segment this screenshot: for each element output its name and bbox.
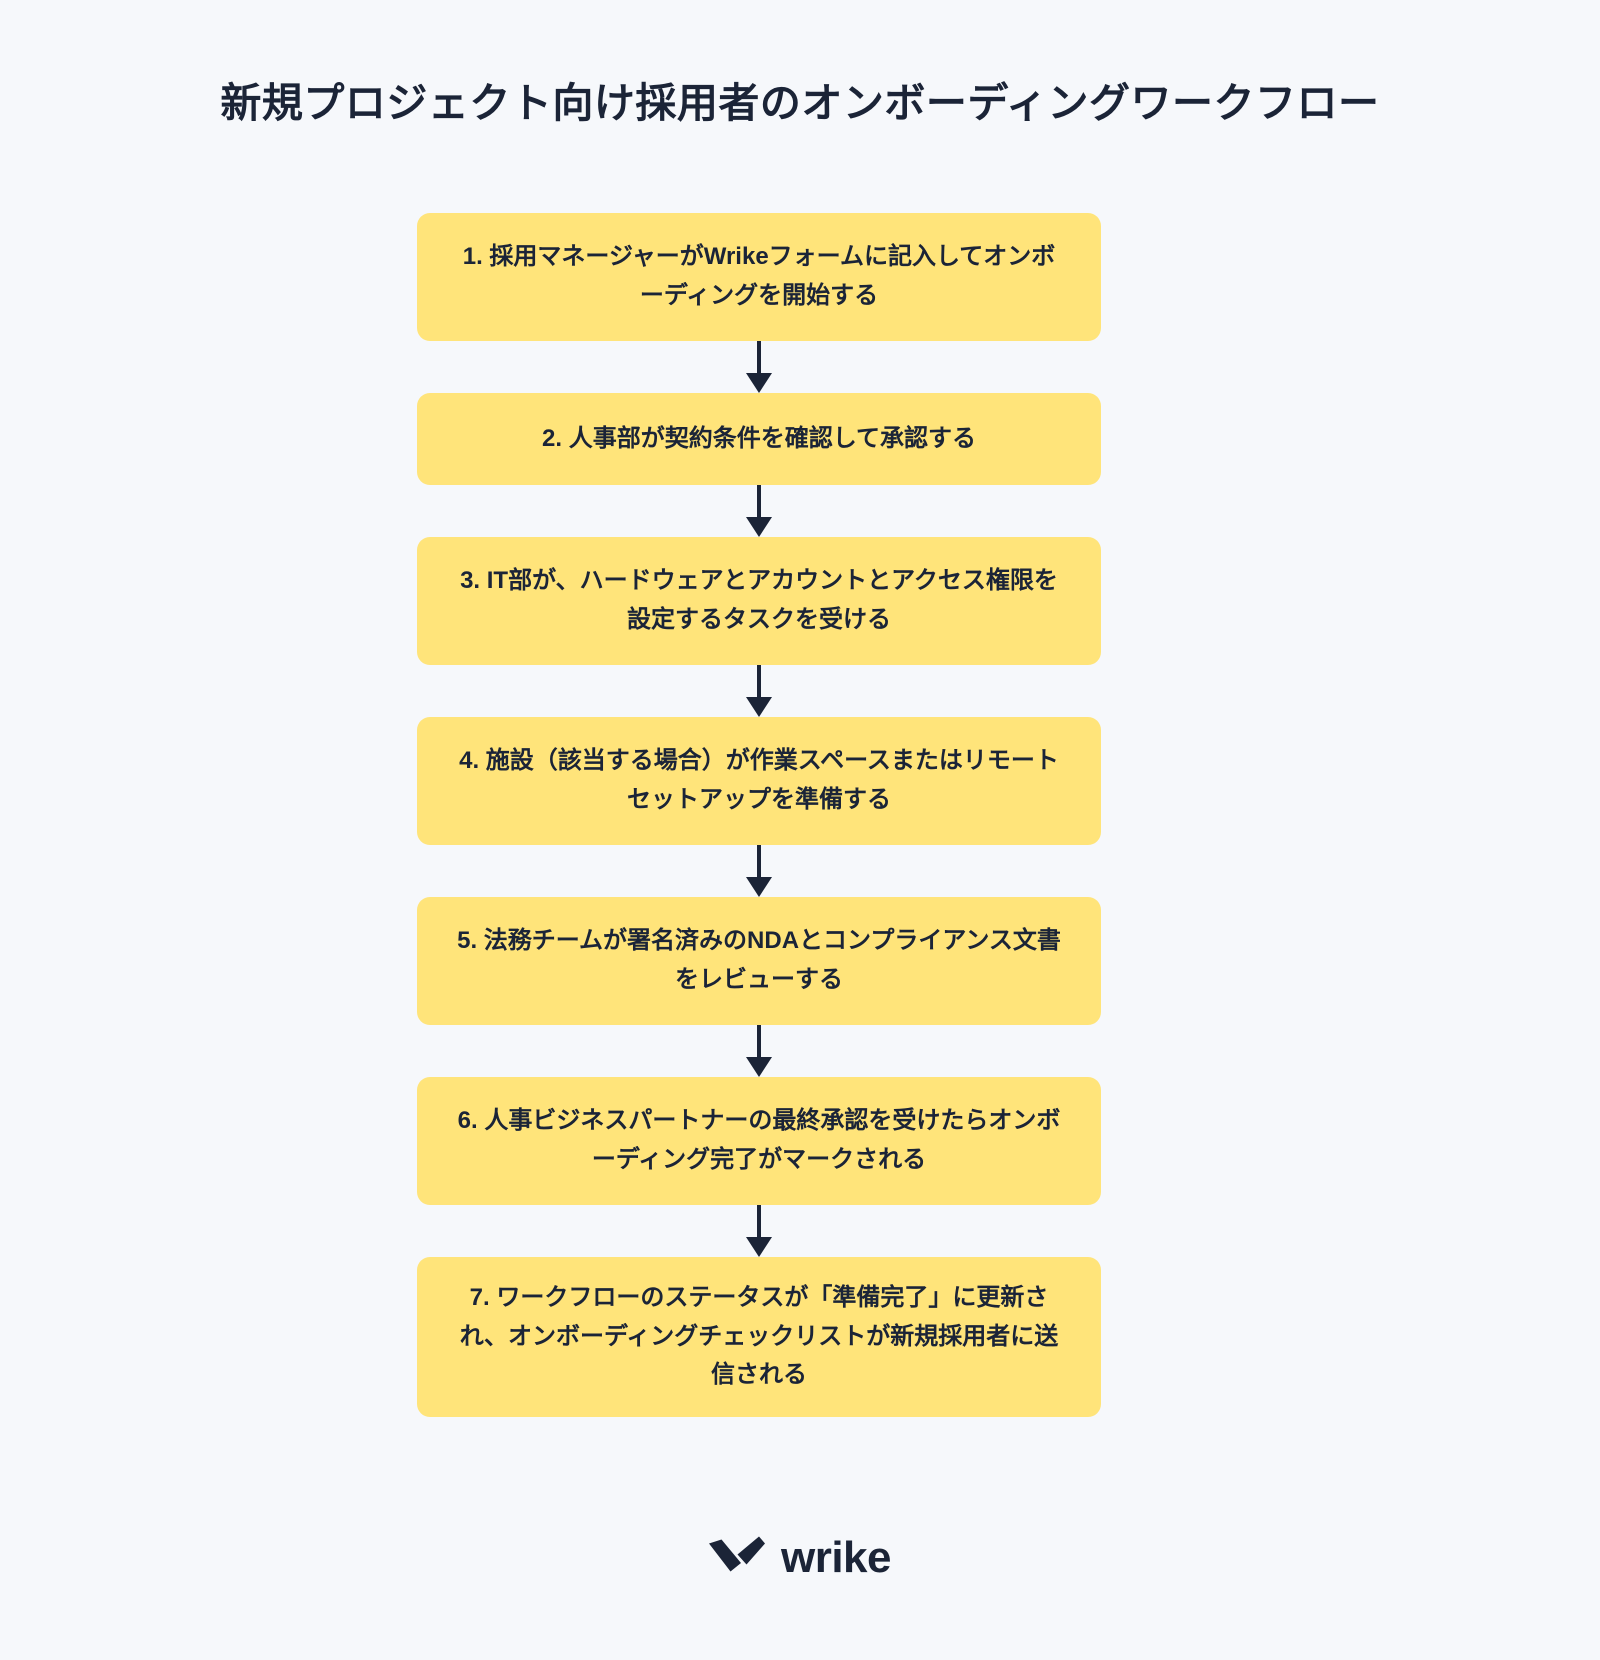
flow-arrow-4-5 bbox=[417, 845, 1101, 897]
wrike-wordmark: wrike bbox=[780, 1533, 892, 1582]
flow-node-2-label: 2. 人事部が契約条件を確認して承認する bbox=[542, 424, 976, 452]
wrike-checkmark-icon bbox=[708, 1536, 765, 1572]
flow-arrow-3-4 bbox=[417, 665, 1101, 717]
flow-node-3[interactable]: 3. IT部が、ハードウェアとアカウントとアクセス権限を設定するタスクを受ける bbox=[417, 537, 1101, 665]
flow-node-1[interactable]: 1. 採用マネージャーがWrikeフォームに記入してオンボーディングを開始する bbox=[417, 213, 1101, 341]
arrow-head-icon bbox=[746, 1057, 772, 1077]
arrow-shaft-icon bbox=[757, 341, 761, 377]
flow-node-3-label: 3. IT部が、ハードウェアとアカウントとアクセス権限を設定するタスクを受ける bbox=[460, 567, 1058, 633]
flow-node-6[interactable]: 6. 人事ビジネスパートナーの最終承認を受けたらオンボーディング完了がマークされ… bbox=[417, 1077, 1101, 1205]
flow-node-6-label: 6. 人事ビジネスパートナーの最終承認を受けたらオンボーディング完了がマークされ… bbox=[457, 1107, 1061, 1173]
flow-node-7-label: 7. ワークフローのステータスが「準備完了」に更新され、オンボーディングチェック… bbox=[459, 1283, 1059, 1389]
arrow-shaft-icon bbox=[757, 845, 761, 881]
flow-node-4[interactable]: 4. 施設（該当する場合）が作業スペースまたはリモートセットアップを準備する bbox=[417, 717, 1101, 845]
flow-arrow-6-7 bbox=[417, 1205, 1101, 1257]
brand-footer: wrike bbox=[0, 1536, 1600, 1580]
page-title: 新規プロジェクト向け採用者のオンボーディングワークフロー bbox=[220, 80, 1380, 126]
arrow-shaft-icon bbox=[757, 1205, 761, 1241]
arrow-head-icon bbox=[746, 877, 772, 897]
flow-node-5-label: 5. 法務チームが署名済みのNDAとコンプライアンス文書をレビューする bbox=[457, 927, 1061, 993]
flow-arrow-1-2 bbox=[417, 341, 1101, 393]
arrow-head-icon bbox=[746, 697, 772, 717]
flowchart-container: 1. 採用マネージャーがWrikeフォームに記入してオンボーディングを開始する … bbox=[417, 213, 1101, 1417]
flow-arrow-2-3 bbox=[417, 485, 1101, 537]
flow-node-7[interactable]: 7. ワークフローのステータスが「準備完了」に更新され、オンボーディングチェック… bbox=[417, 1257, 1101, 1417]
arrow-shaft-icon bbox=[757, 485, 761, 521]
arrow-head-icon bbox=[746, 517, 772, 537]
flow-node-4-label: 4. 施設（該当する場合）が作業スペースまたはリモートセットアップを準備する bbox=[459, 747, 1059, 813]
flow-arrow-5-6 bbox=[417, 1025, 1101, 1077]
arrow-head-icon bbox=[746, 1237, 772, 1257]
flow-node-2[interactable]: 2. 人事部が契約条件を確認して承認する bbox=[417, 393, 1101, 485]
flow-node-5[interactable]: 5. 法務チームが署名済みのNDAとコンプライアンス文書をレビューする bbox=[417, 897, 1101, 1025]
arrow-shaft-icon bbox=[757, 665, 761, 701]
arrow-head-icon bbox=[746, 373, 772, 393]
flow-node-1-label: 1. 採用マネージャーがWrikeフォームに記入してオンボーディングを開始する bbox=[462, 243, 1056, 309]
arrow-shaft-icon bbox=[757, 1025, 761, 1061]
